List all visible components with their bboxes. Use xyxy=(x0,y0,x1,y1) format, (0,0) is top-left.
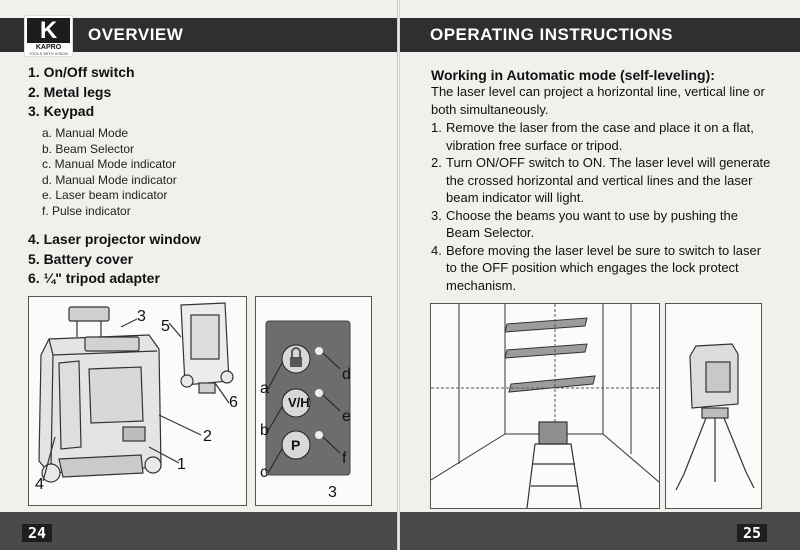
keypad-item: e. Laser beam indicator xyxy=(42,188,168,203)
callout-4: 4 xyxy=(35,476,44,493)
part-item: 3. Keypad xyxy=(28,103,95,119)
callout-f: f xyxy=(342,450,347,467)
step-text: Turn ON/OFF switch to ON. The laser leve… xyxy=(446,155,771,205)
keypad-item: c. Manual Mode indicator xyxy=(42,157,177,172)
page-number-left: 24 xyxy=(22,524,52,542)
step-number: 4. xyxy=(431,242,442,258)
vh-button-label: V/H xyxy=(288,395,310,410)
step-text: Remove the laser from the case and place… xyxy=(446,120,754,153)
callout-keypad-3: 3 xyxy=(328,484,337,501)
callout-1: 1 xyxy=(177,456,186,473)
parts-list-top: 1. On/Off switch 2. Metal legs 3. Keypad xyxy=(28,63,378,122)
callout-6: 6 xyxy=(229,394,238,411)
book-spine xyxy=(397,0,400,550)
callout-b: b xyxy=(260,422,269,439)
step-item: 3.Choose the beams you want to use by pu… xyxy=(431,207,771,242)
steps-list: 1. Remove the laser from the case and pla… xyxy=(431,119,771,294)
callout-a: a xyxy=(260,380,269,397)
kapro-logo: K KAPRO TOOLS WITH VISION xyxy=(24,15,73,57)
laser-level-figure: 3 5 6 2 1 4 xyxy=(28,296,247,506)
step-number: 3. xyxy=(431,207,442,223)
callout-3: 3 xyxy=(137,308,146,325)
logo-tagline: TOOLS WITH VISION xyxy=(28,51,69,56)
left-footer-bar xyxy=(0,512,397,550)
logo-letter: K xyxy=(27,18,70,43)
callout-2: 2 xyxy=(203,428,212,445)
step-number: 1. xyxy=(431,120,442,135)
right-footer-bar xyxy=(400,512,800,550)
step-text: Before moving the laser level be sure to… xyxy=(446,242,762,293)
shelves-drawing xyxy=(430,304,660,509)
keypad-item: d. Manual Mode indicator xyxy=(42,172,177,187)
right-page-title: OPERATING INSTRUCTIONS xyxy=(430,25,674,44)
step-item: 4.Before moving the laser level be sure … xyxy=(431,242,771,295)
step-item: 1. Remove the laser from the case and pla… xyxy=(431,119,771,154)
keypad-drawing xyxy=(265,320,351,476)
right-page: OPERATING INSTRUCTIONS Working in Automa… xyxy=(400,0,800,550)
tripod-drawing xyxy=(675,343,755,491)
keypad-item: b. Beam Selector xyxy=(42,141,135,156)
keypad-items-list: a. Manual Mode b. Beam Selector c. Manua… xyxy=(42,126,177,220)
keypad-item: a. Manual Mode xyxy=(42,126,129,140)
step-number: 2. xyxy=(431,155,442,170)
callout-c: c xyxy=(260,464,268,481)
right-header-bar: OPERATING INSTRUCTIONS xyxy=(400,18,800,52)
laser-level-drawing xyxy=(38,302,234,483)
keypad-figure: V/H P a b c d e f 3 xyxy=(255,296,372,506)
part-item: 2. Metal legs xyxy=(28,83,112,100)
left-page: OVERVIEW K KAPRO TOOLS WITH VISION 1. On… xyxy=(0,0,397,550)
page-number-right: 25 xyxy=(737,524,767,542)
shelves-figure xyxy=(430,303,660,509)
part-item: 4. Laser projector window xyxy=(28,231,201,247)
parts-list-bottom: 4. Laser projector window 5. Battery cov… xyxy=(28,230,378,289)
part-item: 6. ¼" tripod adapter xyxy=(28,270,160,286)
logo-word: KAPRO xyxy=(35,44,62,51)
tripod-figure xyxy=(665,303,762,509)
step-text: Choose the beams you want to use by push… xyxy=(446,207,738,241)
left-page-title: OVERVIEW xyxy=(88,25,184,44)
step-item: 2. Turn ON/OFF switch to ON. The laser le… xyxy=(431,154,771,207)
callout-d: d xyxy=(342,366,351,383)
intro-paragraph: The laser level can project a horizontal… xyxy=(431,84,765,117)
callout-5: 5 xyxy=(161,318,170,335)
callout-e: e xyxy=(342,408,351,425)
keypad-item: f. Pulse indicator xyxy=(42,203,131,218)
part-item: 1. On/Off switch xyxy=(28,64,135,80)
pulse-button-label: P xyxy=(291,437,301,453)
section-heading: Working in Automatic mode (self-leveling… xyxy=(431,67,715,83)
part-item: 5. Battery cover xyxy=(28,250,134,267)
